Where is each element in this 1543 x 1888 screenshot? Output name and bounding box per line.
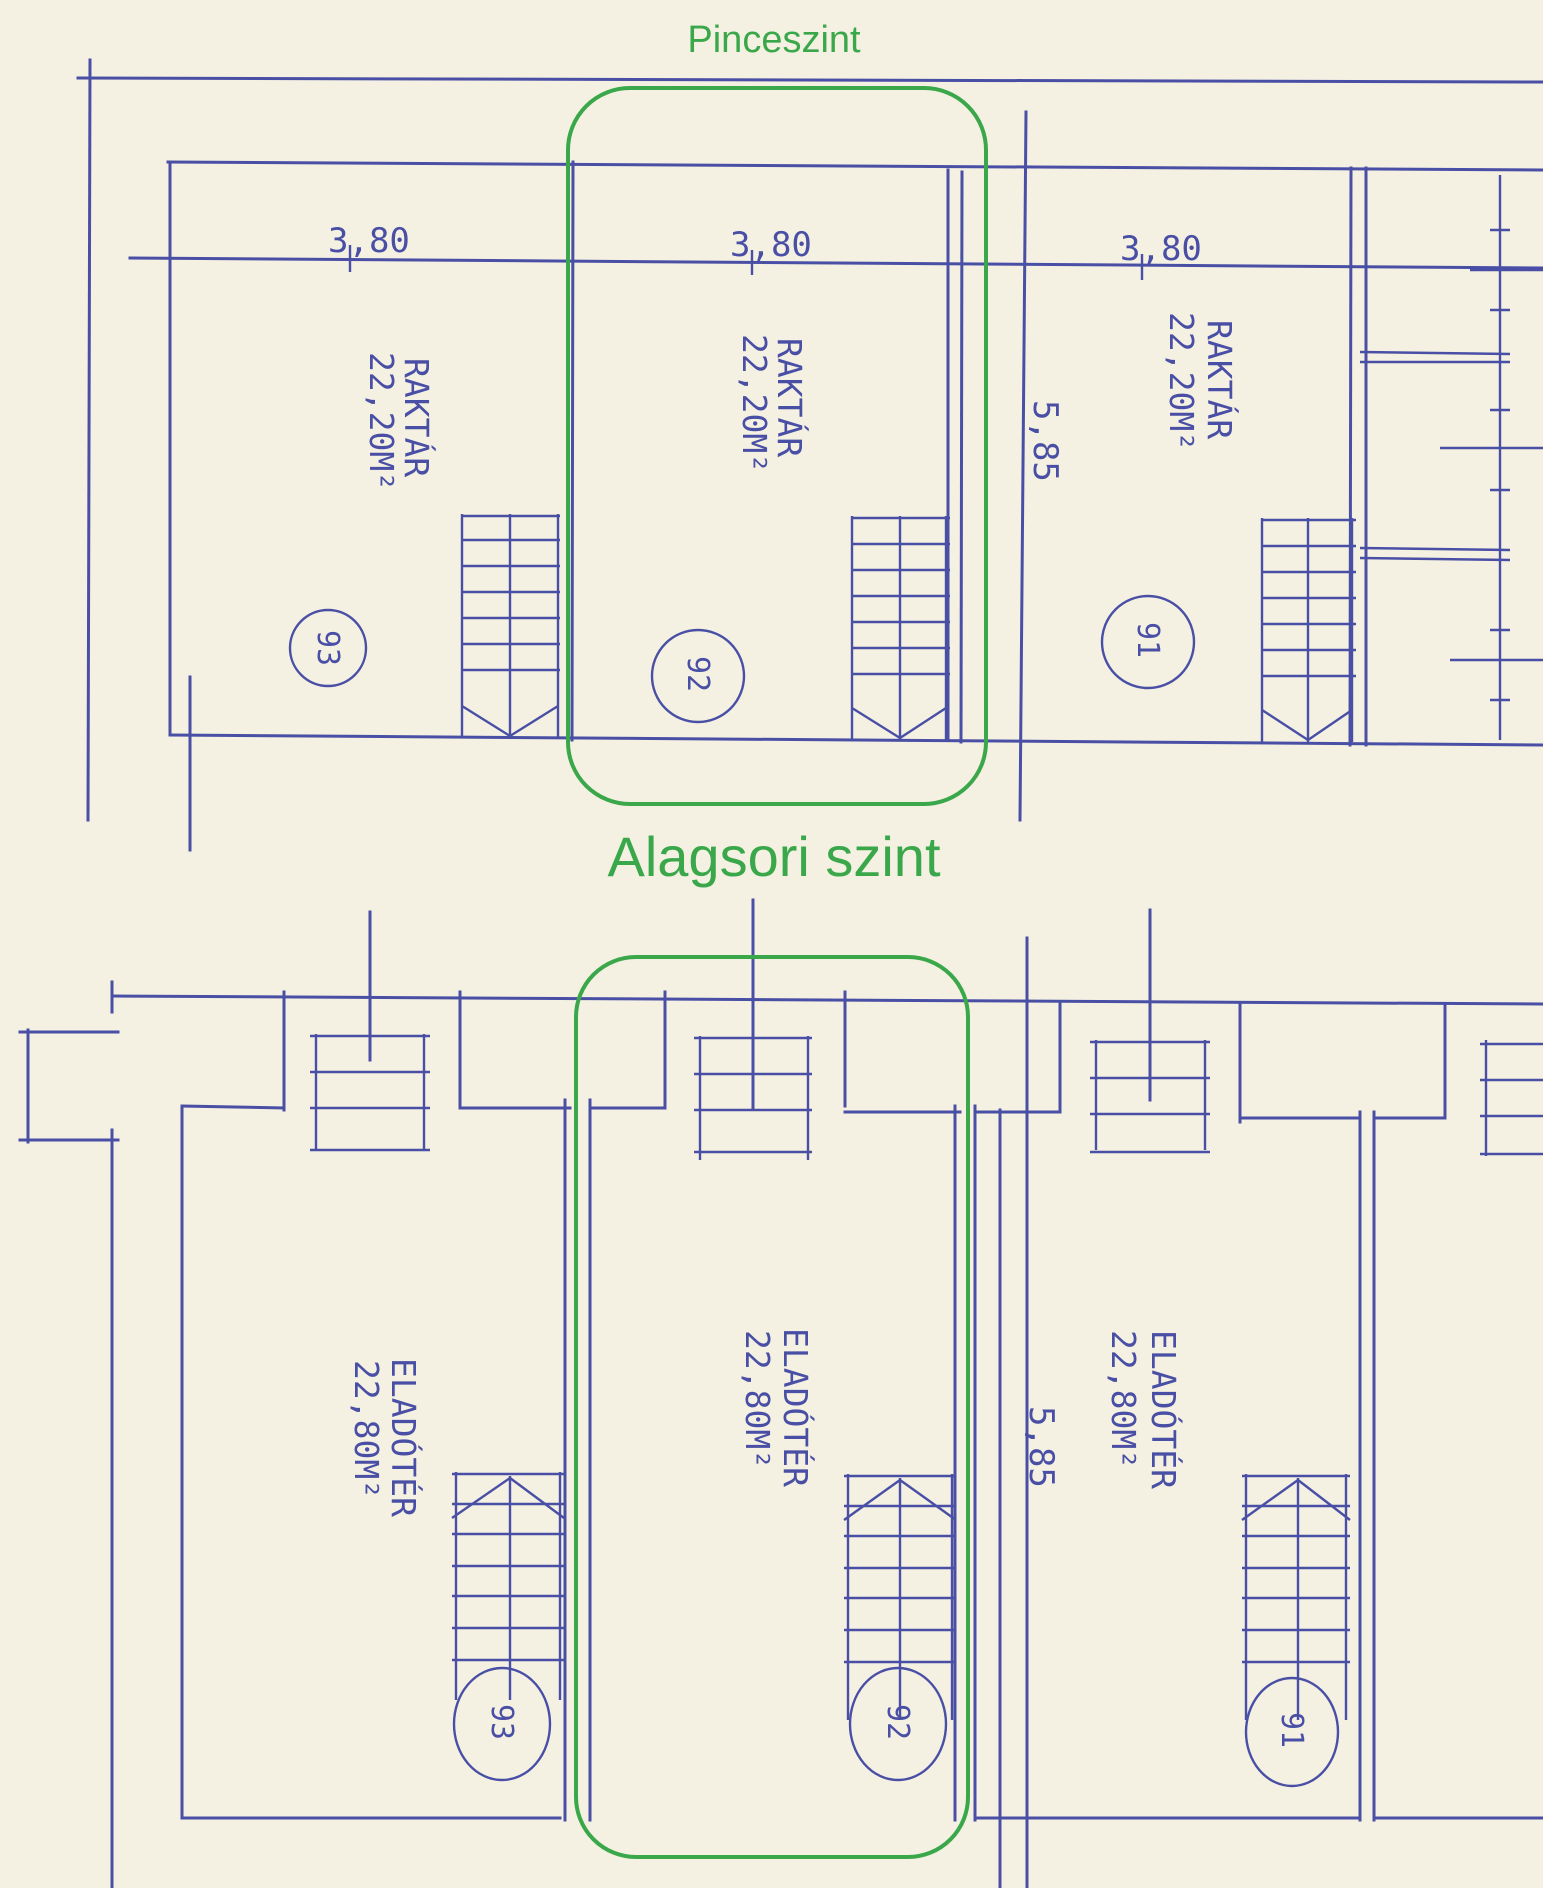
stairs-93-top: [460, 514, 560, 738]
room-area: 22,20M²: [362, 352, 401, 491]
room-area: 22,80M²: [1104, 1330, 1143, 1469]
room-area: 22,20M²: [1162, 312, 1201, 451]
highlight-unit-92-bottom: [574, 955, 970, 1859]
top-level-label: Pinceszint: [687, 19, 861, 61]
svg-text:93: 93: [484, 1704, 519, 1740]
svg-text:92: 92: [680, 656, 715, 692]
room-number-93-top: 93: [288, 608, 368, 688]
dim-label: 5,85: [1021, 1406, 1061, 1488]
room-name: ELADÓTÉR: [776, 1328, 816, 1487]
room-name: RAKTÁR: [770, 338, 810, 457]
room-number-91-bottom: 91: [1244, 1676, 1340, 1788]
basement-plan: 3,80 3,80 3,80 5,85 RAKTÁR 22,20M² RAKTÁ…: [76, 58, 1543, 822]
room-number-91-top: 91: [1100, 594, 1196, 690]
room-name: RAKTÁR: [1200, 320, 1240, 439]
upper-stair-2: [694, 1036, 812, 1160]
room-area: 22,80M²: [347, 1360, 386, 1499]
stairs-91-top: [1260, 518, 1356, 742]
upper-stair-3: [1090, 1040, 1210, 1154]
stairs-91-bottom: [1241, 1474, 1351, 1720]
svg-text:92: 92: [880, 1704, 915, 1740]
svg-text:93: 93: [310, 630, 345, 666]
room-name: ELADÓTÉR: [1144, 1330, 1184, 1489]
room-area: 22,20M²: [735, 334, 774, 473]
room-number-93-bottom: 93: [452, 1666, 552, 1782]
room-number-92-bottom: 92: [848, 1666, 948, 1782]
dim-label: 3,80: [730, 225, 812, 265]
upper-stair-1: [310, 1034, 430, 1152]
stairs-92-top: [850, 168, 950, 742]
ground-plan: 5,85 ELADÓTÉR 22,80M² ELADÓTÉR 22,80M² E…: [18, 675, 1543, 1888]
highlight-unit-92-top: [566, 86, 988, 806]
dim-label: 3,80: [328, 221, 410, 261]
room-area: 22,80M²: [738, 1330, 777, 1469]
stairs-92-bottom: [843, 1474, 957, 1720]
svg-text:91: 91: [1274, 1712, 1309, 1748]
bottom-level-label: Alagsori szint: [607, 825, 940, 888]
room-name: RAKTÁR: [397, 358, 437, 477]
svg-text:91: 91: [1130, 622, 1165, 658]
room-name: ELADÓTÉR: [384, 1358, 424, 1517]
dim-label: 5,85: [1025, 400, 1065, 482]
stairs-93-bottom: [451, 1472, 565, 1700]
upper-stair-4: [1480, 1040, 1543, 1156]
room-number-92-top: 92: [650, 628, 746, 724]
dim-label: 3,80: [1120, 229, 1202, 269]
